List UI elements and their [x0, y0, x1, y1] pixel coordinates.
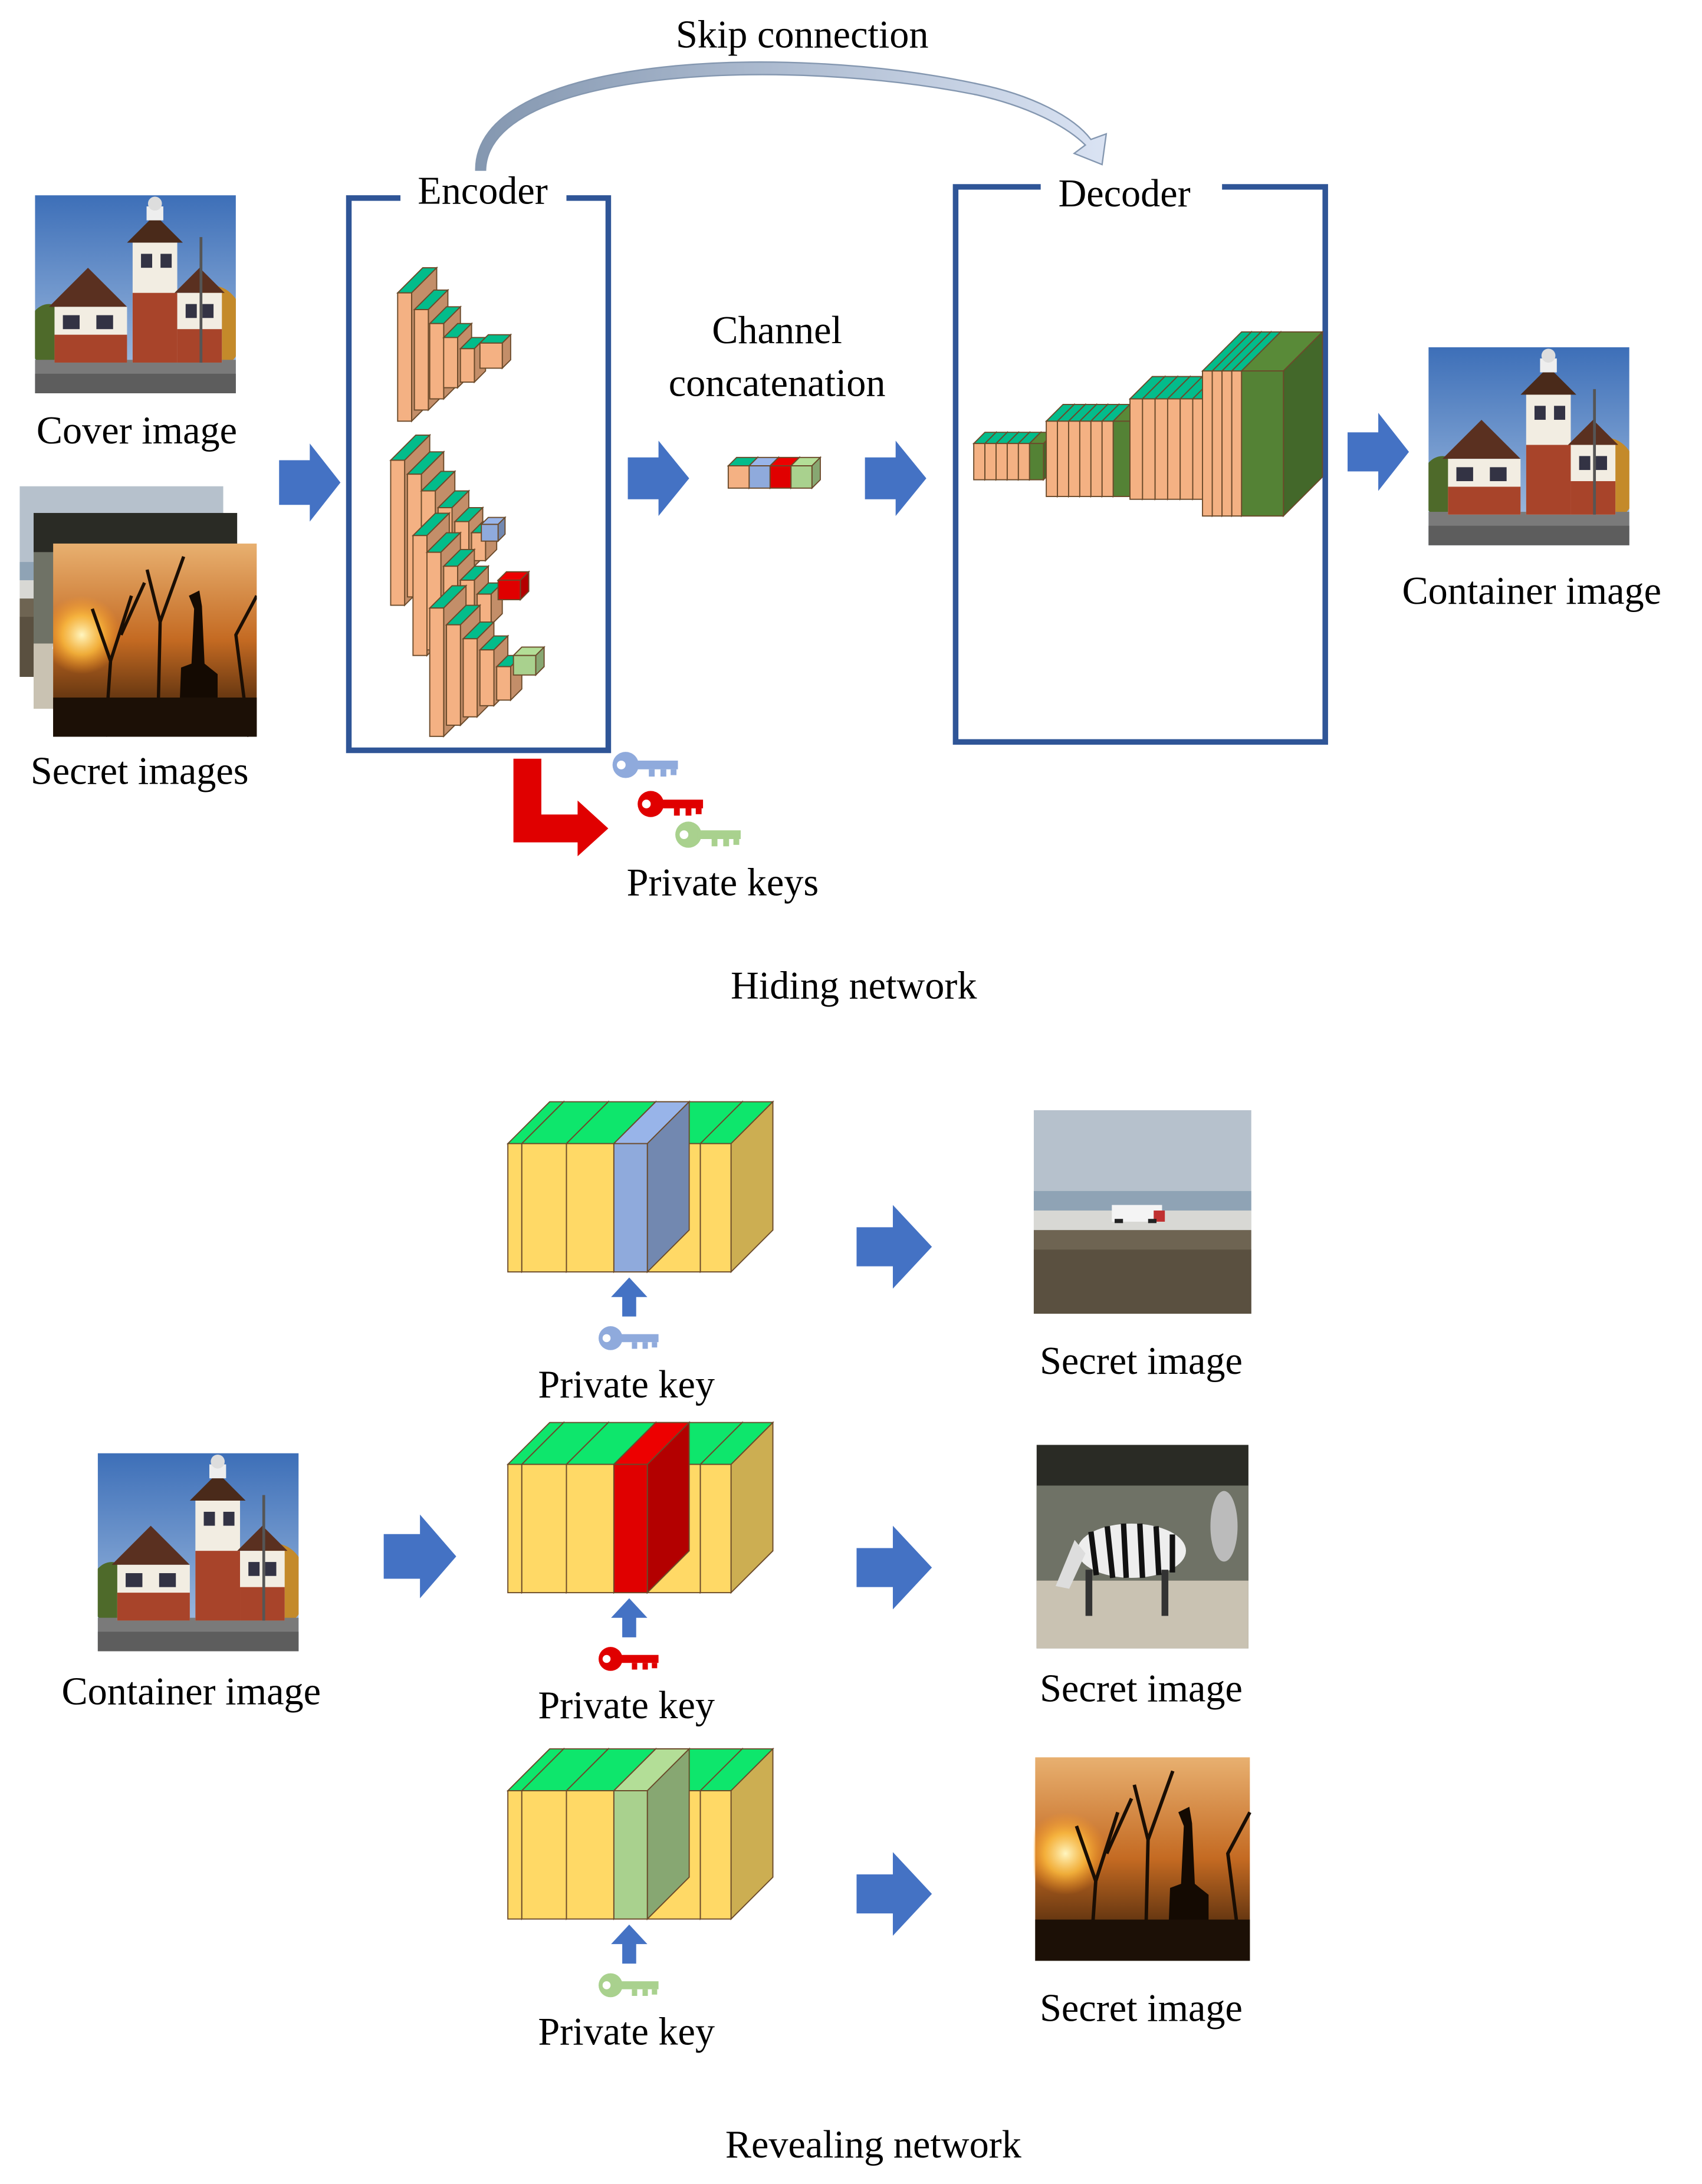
container-image [1428, 347, 1629, 545]
secret-image [1033, 1110, 1251, 1314]
keys-output-arrow [513, 758, 609, 857]
skip-connection-label: Skip connection [676, 13, 929, 56]
reveal-row: Private key Secret image [506, 1747, 1250, 2053]
reveal-row: Private key Secret image [506, 1421, 1248, 1727]
concatenation-label-line1: Channel [712, 309, 842, 352]
encoder-output-red [497, 570, 530, 601]
encoder-bottom-branch [389, 433, 546, 738]
secret-image [1024, 1757, 1250, 1961]
key-channel-layer [612, 1747, 691, 1920]
decoder-block: Decoder [952, 172, 1328, 745]
private-key-label: Private key [538, 1363, 715, 1406]
arrow-to-concatenation [627, 440, 689, 517]
hiding-network-caption: Hiding network [731, 965, 977, 1008]
encoder-label: Encoder [418, 169, 548, 212]
arrow-to-decoder [865, 440, 926, 517]
skip-connection-arrow [475, 61, 1108, 171]
key-green-icon [675, 821, 741, 848]
private-keys-label: Private keys [627, 861, 819, 904]
key-channel-layer [612, 1421, 691, 1594]
secret-image-label: Secret image [1040, 1986, 1243, 2030]
encoder-layer [478, 333, 512, 370]
reveal-layer [699, 1421, 774, 1594]
revealing-network-caption: Revealing network [725, 2123, 1022, 2166]
key-input-arrow [611, 1277, 648, 1317]
private-key-label: Private key [538, 2010, 715, 2053]
key-channel-layer [612, 1100, 691, 1274]
reveal-container-label: Container image [61, 1670, 320, 1713]
secret-images-stack [19, 486, 257, 737]
encoder-output-blue [479, 516, 507, 543]
decoder-output-layer [1240, 330, 1324, 518]
concat-channel [790, 456, 822, 490]
secret-images-label: Secret images [31, 749, 249, 792]
reveal-row: Private key Secret image [506, 1100, 1251, 1406]
cover-image [35, 195, 236, 394]
cover-image-label: Cover image [37, 409, 237, 452]
arrow-to-container [1348, 413, 1409, 491]
secret-image-label: Secret image [1040, 1340, 1243, 1383]
secret-image [1037, 1445, 1248, 1648]
arrow-to-encoder [279, 443, 341, 522]
concatenation-label-line2: concatenation [669, 362, 886, 405]
reveal-container-image [97, 1453, 299, 1652]
private-key-icon [598, 1973, 659, 1998]
key-blue-icon [612, 752, 678, 778]
arrow-to-revealers [383, 1514, 456, 1598]
container-image-label: Container image [1402, 570, 1661, 613]
encoder-block: Encoder [346, 169, 612, 754]
encoder-top-branch [396, 266, 512, 423]
private-key-icon [598, 1326, 659, 1350]
concatenated-channels [727, 456, 822, 490]
hiding-network: Skip connection Cover image Secret image… [19, 13, 1661, 1008]
private-key-icon [598, 1647, 659, 1671]
secret-image-label: Secret image [1040, 1667, 1243, 1711]
key-red-icon [638, 791, 704, 817]
arrow-to-secret [856, 1205, 932, 1289]
private-key-label: Private key [538, 1684, 715, 1727]
key-input-arrow [611, 1925, 648, 1964]
decoder-layers [972, 330, 1324, 518]
encoder-output-green [512, 646, 546, 677]
arrow-to-secret [856, 1852, 932, 1936]
decoder-label: Decoder [1058, 172, 1190, 215]
reveal-layer [699, 1100, 774, 1274]
key-input-arrow [611, 1598, 648, 1637]
reveal-layer [699, 1747, 774, 1920]
arrow-to-secret [856, 1525, 932, 1610]
